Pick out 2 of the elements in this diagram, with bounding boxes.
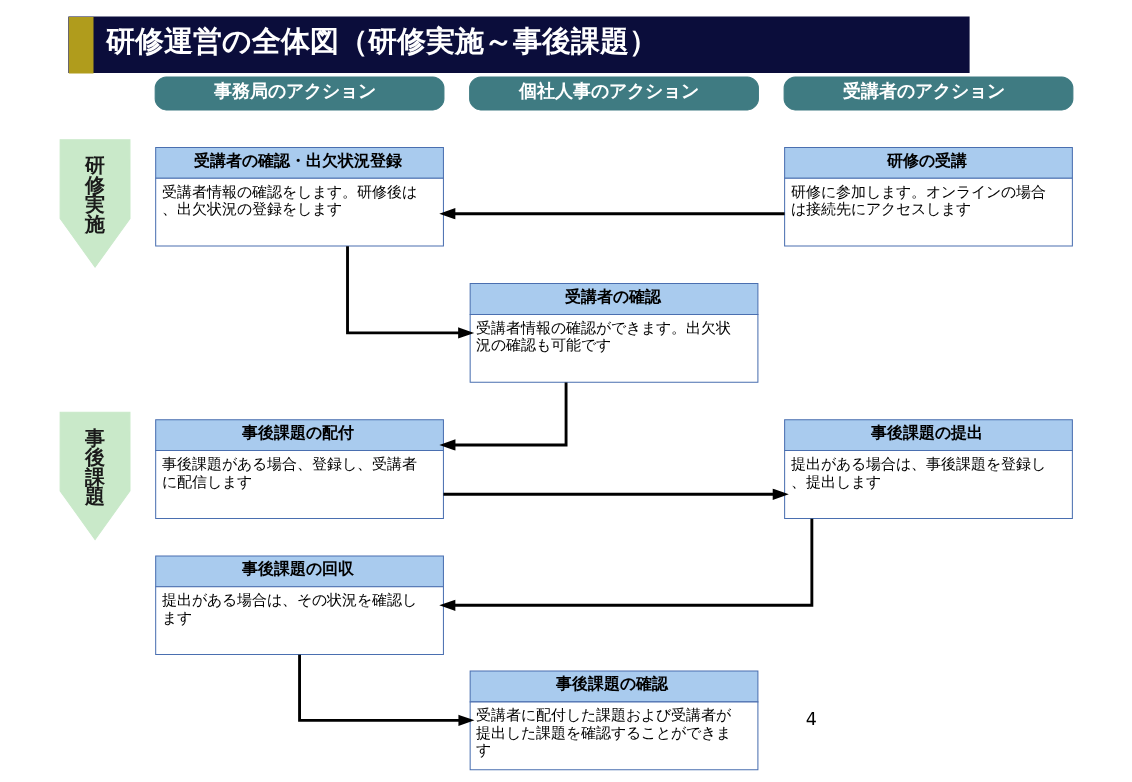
label: 4 — [805, 708, 817, 729]
diagram-title: 研修運営の全体図（研修実施～事後課題） — [105, 24, 658, 59]
